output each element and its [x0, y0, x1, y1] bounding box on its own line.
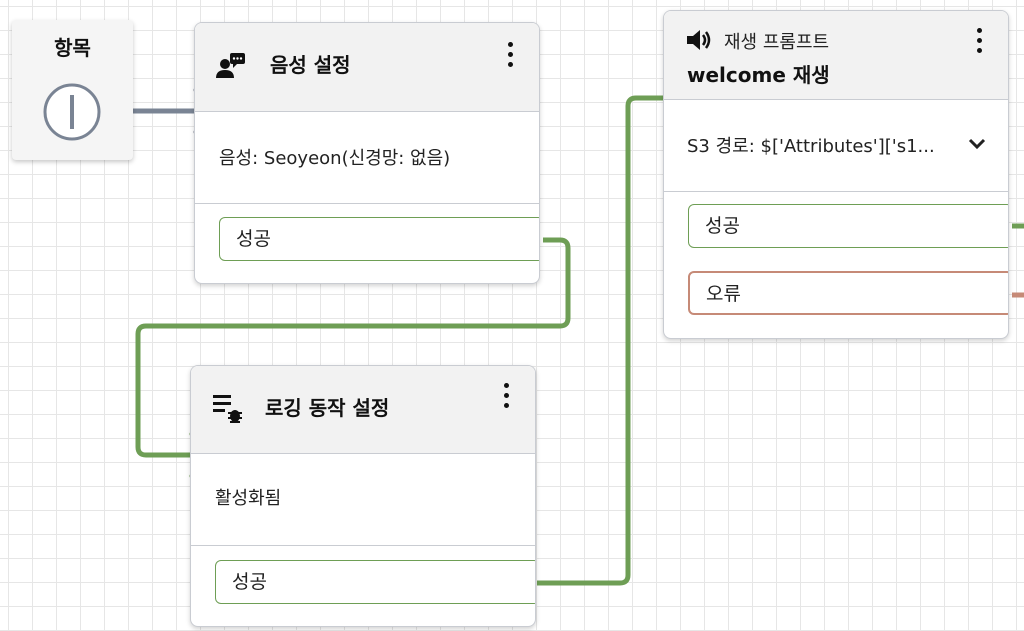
set-voice-body-text: 음성: Seoyeon(신경망: 없음) — [219, 148, 451, 169]
logging-body: 활성화됨 — [191, 454, 535, 546]
play-prompt-error-branch[interactable]: 오류 — [688, 271, 1008, 315]
set-voice-title: 음성 설정 — [270, 53, 351, 77]
logging-menu-icon[interactable] — [504, 383, 510, 413]
play-prompt-header[interactable]: 재생 프롬프트 welcome 재생 — [664, 11, 1008, 100]
play-prompt-success-label: 성공 — [705, 215, 740, 237]
entry-point-icon — [43, 83, 101, 141]
logging-block[interactable]: 로깅 동작 설정 활성화됨 성공 — [190, 365, 536, 627]
speech-bubble-person-icon — [216, 53, 245, 78]
set-voice-menu-icon[interactable] — [508, 42, 514, 72]
play-prompt-error-label: 오류 — [706, 283, 741, 305]
list-bug-icon — [213, 395, 242, 423]
logging-success-branch[interactable]: 성공 — [215, 560, 535, 604]
logging-body-text: 활성화됨 — [215, 488, 282, 509]
play-prompt-block[interactable]: 재생 프롬프트 welcome 재생 S3 경로: $['Attributes'… — [663, 10, 1009, 339]
logging-success-label: 성공 — [232, 571, 267, 593]
set-voice-success-label: 성공 — [236, 228, 271, 250]
set-voice-success-branch[interactable]: 성공 — [219, 217, 539, 261]
play-prompt-body-text: S3 경로: $['Attributes']['s1... — [687, 136, 935, 157]
chevron-down-icon[interactable] — [967, 137, 987, 151]
set-voice-header[interactable]: 음성 설정 — [195, 23, 539, 112]
play-prompt-success-branch[interactable]: 성공 — [688, 204, 1008, 248]
play-prompt-body[interactable]: S3 경로: $['Attributes']['s1... — [664, 100, 1008, 192]
entry-block[interactable]: 항목 — [12, 20, 133, 160]
speaker-icon — [687, 30, 711, 50]
entry-label: 항목 — [54, 36, 91, 60]
logging-title: 로깅 동작 설정 — [265, 396, 390, 420]
play-prompt-title: welcome 재생 — [687, 63, 830, 87]
set-voice-block[interactable]: 음성 설정 음성: Seoyeon(신경망: 없음) 성공 — [194, 22, 540, 284]
logging-header[interactable]: 로깅 동작 설정 — [191, 366, 535, 454]
play-prompt-type-label: 재생 프롬프트 — [724, 32, 830, 53]
play-prompt-menu-icon[interactable] — [977, 28, 983, 58]
set-voice-body: 음성: Seoyeon(신경망: 없음) — [195, 112, 539, 204]
